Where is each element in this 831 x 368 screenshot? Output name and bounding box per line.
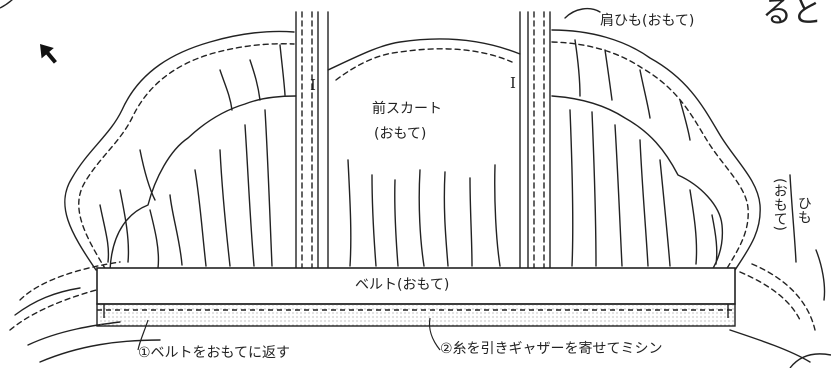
left-strap — [295, 11, 319, 271]
step2-label: ②糸を引きギャザーを寄せてミシン — [440, 341, 663, 357]
front-skirt — [327, 11, 521, 271]
side-strap — [789, 174, 797, 263]
step1-leader — [137, 319, 149, 351]
side-strap-label: (おもて) — [771, 178, 788, 231]
side-strap-label-top: ひも — [795, 196, 812, 224]
step1-label: ①ベルトをおもてに返す — [138, 345, 290, 361]
left-frill-inner — [109, 95, 297, 271]
mark-left: I — [310, 76, 316, 94]
left-underlayer — [19, 261, 121, 301]
shoulder-strap-leader — [564, 7, 601, 19]
belt-seam-allowance — [96, 303, 736, 327]
left-frill-outline — [64, 30, 295, 271]
right-frill-stitch — [551, 41, 749, 271]
front-skirt-label-line1: 前スカート — [372, 101, 442, 117]
right-frill-inner — [551, 95, 724, 271]
right-strap — [527, 11, 551, 271]
right-frill-outline — [551, 29, 761, 271]
mark-right: I — [510, 74, 516, 92]
heading-fragment: ると — [762, 0, 822, 30]
front-skirt-label-line2: (おもて) — [374, 126, 427, 142]
step2-leader — [428, 317, 441, 351]
arrow-pointer-icon — [40, 44, 57, 64]
left-frill-stitch — [78, 43, 295, 271]
right-underlayer — [739, 271, 801, 321]
belt-label: ベルト(おもて) — [355, 277, 450, 293]
shoulder-strap-label: 肩ひも(おもて) — [600, 13, 695, 29]
